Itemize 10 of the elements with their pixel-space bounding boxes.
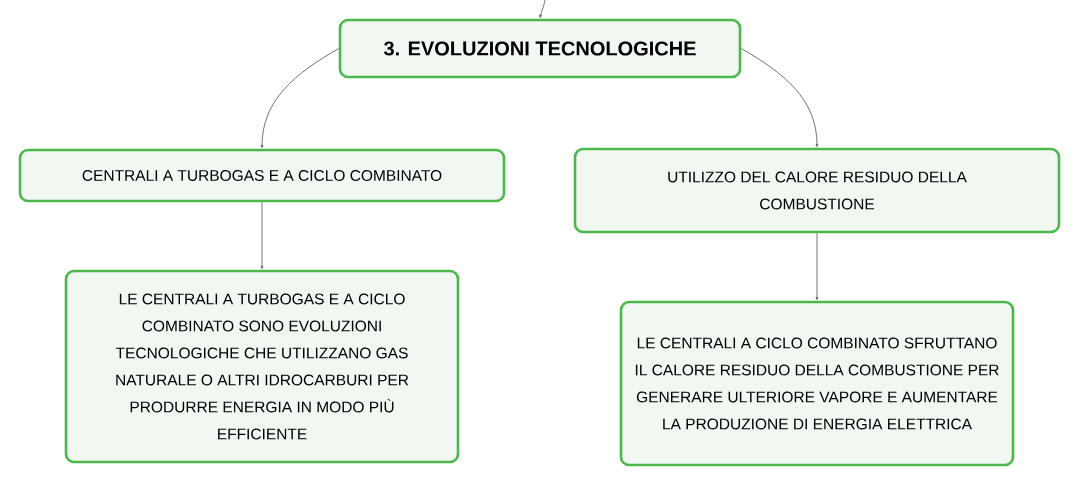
arrow (260, 48, 340, 148)
arrow (740, 48, 819, 147)
arrow (260, 201, 264, 269)
arrow (539, 0, 546, 18)
arrow (815, 232, 819, 300)
topic-box: UTILIZZO DEL CALORE RESIDUO DELLA COMBUSTIONE (573, 147, 1061, 234)
topic-box: CENTRALI A TURBOGAS E A CICLO COMBINATO (18, 148, 506, 203)
description-box: LE CENTRALI A TURBOGAS E A CICLO COMBINATO SONO EVOLUZIONI TECNOLOGICHE CHE UTILIZZANO GAS NATURALE O ALTRI IDROCARBURI PER PRODURRE ENERGIA IN MODO PIÙ EFFICIENTE (64, 269, 460, 464)
description-box: LE CENTRALI A CICLO COMBINATO SFRUTTANO IL CALORE RESIDUO DELLA COMBUSTIONE PER GENERARE ULTERIORE VAPORE E AUMENTARE LA PRODUZIONE DI ENERGIA ELETTRICA (619, 300, 1015, 467)
title-box: 3. EVOLUZIONI TECNOLOGICHE (338, 18, 742, 79)
